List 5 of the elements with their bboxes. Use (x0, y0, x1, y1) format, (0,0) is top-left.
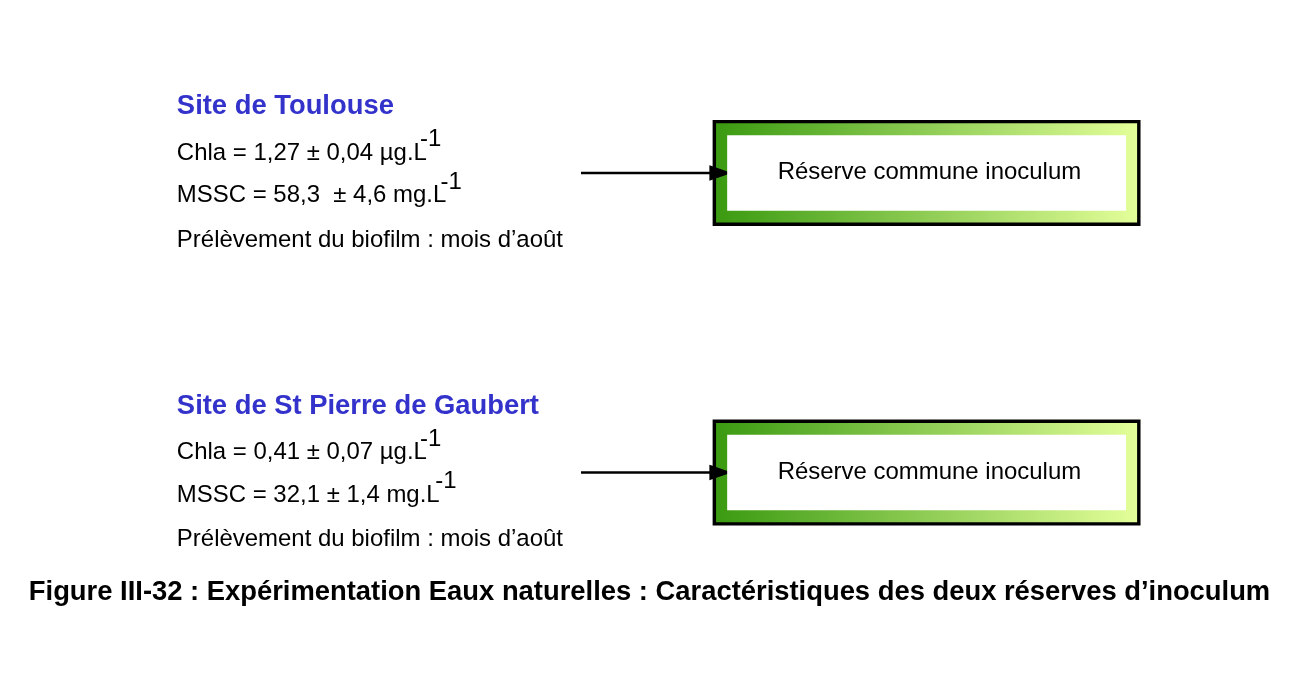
caption: Figure III-32 : Expérimentation Eaux naturelles : Caractéristiques des deux réserves d’inoculum (28, 574, 1271, 606)
node-box: Réserve commune inoculum (727, 134, 1126, 211)
cluster (712, 418, 1141, 526)
node-box: Réserve commune inoculum (727, 434, 1126, 510)
cluster (712, 119, 1141, 226)
